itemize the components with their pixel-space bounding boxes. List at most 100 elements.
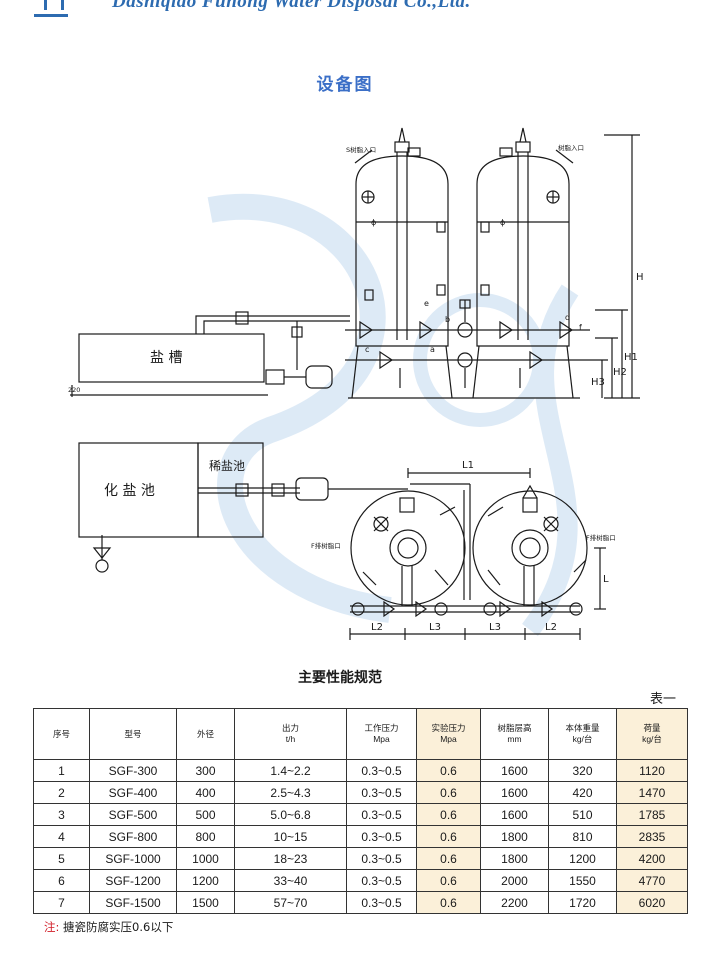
- table-cell: SGF-400: [89, 781, 177, 804]
- table-cell: 2.5~4.3: [234, 781, 347, 804]
- column-header-label: 序号: [52, 728, 70, 739]
- table-cell: 1000: [176, 847, 235, 870]
- table-cell: 810: [548, 825, 617, 848]
- table-cell: 2835: [616, 825, 688, 848]
- resin-outlet-left-label: F排树脂口: [311, 541, 341, 550]
- column-header: 外径: [176, 708, 235, 760]
- small-dimension-label: 220: [68, 386, 80, 394]
- table-cell: 420: [548, 781, 617, 804]
- column-header-unit: kg/台: [642, 734, 662, 744]
- valve-tag-a: a: [430, 345, 435, 354]
- right-vessel-phi: ϕ: [500, 218, 505, 227]
- table-number-label: 表一: [650, 692, 677, 707]
- table-cell: 1200: [176, 869, 235, 892]
- column-header-label: 工作压力: [364, 723, 399, 733]
- table-cell: 2000: [480, 869, 549, 892]
- table-cell: 0.6: [416, 803, 481, 826]
- table-cell: SGF-1500: [89, 891, 177, 914]
- dim-H2-label: H2: [613, 367, 627, 378]
- page-header: Dashiqiao Fuhong Water Disposal Co.,Ltd.: [0, 0, 720, 18]
- resin-inlet-left-label: S树脂入口: [346, 145, 376, 154]
- table-cell: 2: [33, 781, 90, 804]
- table-cell: 300: [176, 759, 235, 782]
- column-header-label: 树脂层高: [497, 723, 532, 733]
- table-cell: 0.6: [416, 847, 481, 870]
- column-header-label: 荷量: [643, 723, 661, 733]
- diagram-title: 设备图: [316, 75, 374, 95]
- table-cell: 0.6: [416, 869, 481, 892]
- column-header-label: 本体重量: [565, 723, 600, 733]
- spec-table-title: 主要性能规范: [298, 670, 382, 686]
- table-cell: SGF-300: [89, 759, 177, 782]
- valve-tag-d: d: [565, 313, 570, 322]
- column-header-label: 出力: [281, 723, 299, 733]
- valve-tag-b: b: [445, 315, 450, 324]
- column-header-label: 外径: [196, 728, 214, 739]
- dim-H1-label: H1: [624, 352, 638, 363]
- table-cell: 1550: [548, 869, 617, 892]
- table-cell: 0.6: [416, 825, 481, 848]
- dim-L2-right-label: L2: [545, 622, 557, 633]
- table-cell: 1470: [616, 781, 688, 804]
- dim-L1-label: L1: [462, 460, 474, 471]
- table-cell: 0.3~0.5: [346, 781, 417, 804]
- table-cell: 6: [33, 869, 90, 892]
- dilute-pool-label: 稀盐池: [209, 459, 245, 473]
- company-logo-icon: [34, 0, 68, 17]
- left-vessel: [355, 155, 449, 347]
- table-cell: 5.0~6.8: [234, 803, 347, 826]
- table-cell: SGF-1200: [89, 869, 177, 892]
- dim-H-label: H: [636, 272, 644, 283]
- table-cell: 1600: [480, 781, 549, 804]
- table-cell: 0.6: [416, 891, 481, 914]
- table-cell: 4: [33, 825, 90, 848]
- table-cell: 1500: [176, 891, 235, 914]
- table-cell: 1: [33, 759, 90, 782]
- table-cell: 1120: [616, 759, 688, 782]
- column-header-unit: t/h: [285, 734, 296, 744]
- footnote-text: 搪瓷防腐实压0.6以下: [63, 920, 174, 934]
- resin-outlet-right-label: F排树脂口: [586, 533, 616, 542]
- company-name: Dashiqiao Fuhong Water Disposal Co.,Ltd.: [112, 0, 471, 12]
- right-vessel-plan: [472, 490, 588, 606]
- table-cell: 0.3~0.5: [346, 891, 417, 914]
- dim-H3-label: H3: [591, 377, 605, 388]
- column-header-unit: mm: [507, 734, 522, 744]
- dim-L3-left-label: L3: [429, 622, 441, 633]
- table-cell: 7: [33, 891, 90, 914]
- table-cell: 510: [548, 803, 617, 826]
- valve-tag-f: f: [579, 323, 582, 332]
- salt-tank-label: 盐 槽: [150, 350, 182, 366]
- table-cell: 33~40: [234, 869, 347, 892]
- table-cell: SGF-1000: [89, 847, 177, 870]
- column-header-label: 型号: [124, 728, 142, 739]
- table-cell: 400: [176, 781, 235, 804]
- table-cell: SGF-800: [89, 825, 177, 848]
- table-cell: 4200: [616, 847, 688, 870]
- table-cell: 1800: [480, 847, 549, 870]
- column-header: 型号: [89, 708, 177, 760]
- table-cell: 1720: [548, 891, 617, 914]
- valve-tag-e: e: [424, 299, 429, 308]
- table-cell: 4770: [616, 869, 688, 892]
- table-cell: 0.3~0.5: [346, 847, 417, 870]
- footnote: 注: 搪瓷防腐实压0.6以下: [44, 919, 173, 935]
- table-cell: 3: [33, 803, 90, 826]
- right-vessel: [476, 155, 570, 347]
- dim-L-label: L: [603, 574, 609, 585]
- table-cell: 1.4~2.2: [234, 759, 347, 782]
- table-cell: 0.3~0.5: [346, 869, 417, 892]
- salt-tank: [78, 333, 265, 383]
